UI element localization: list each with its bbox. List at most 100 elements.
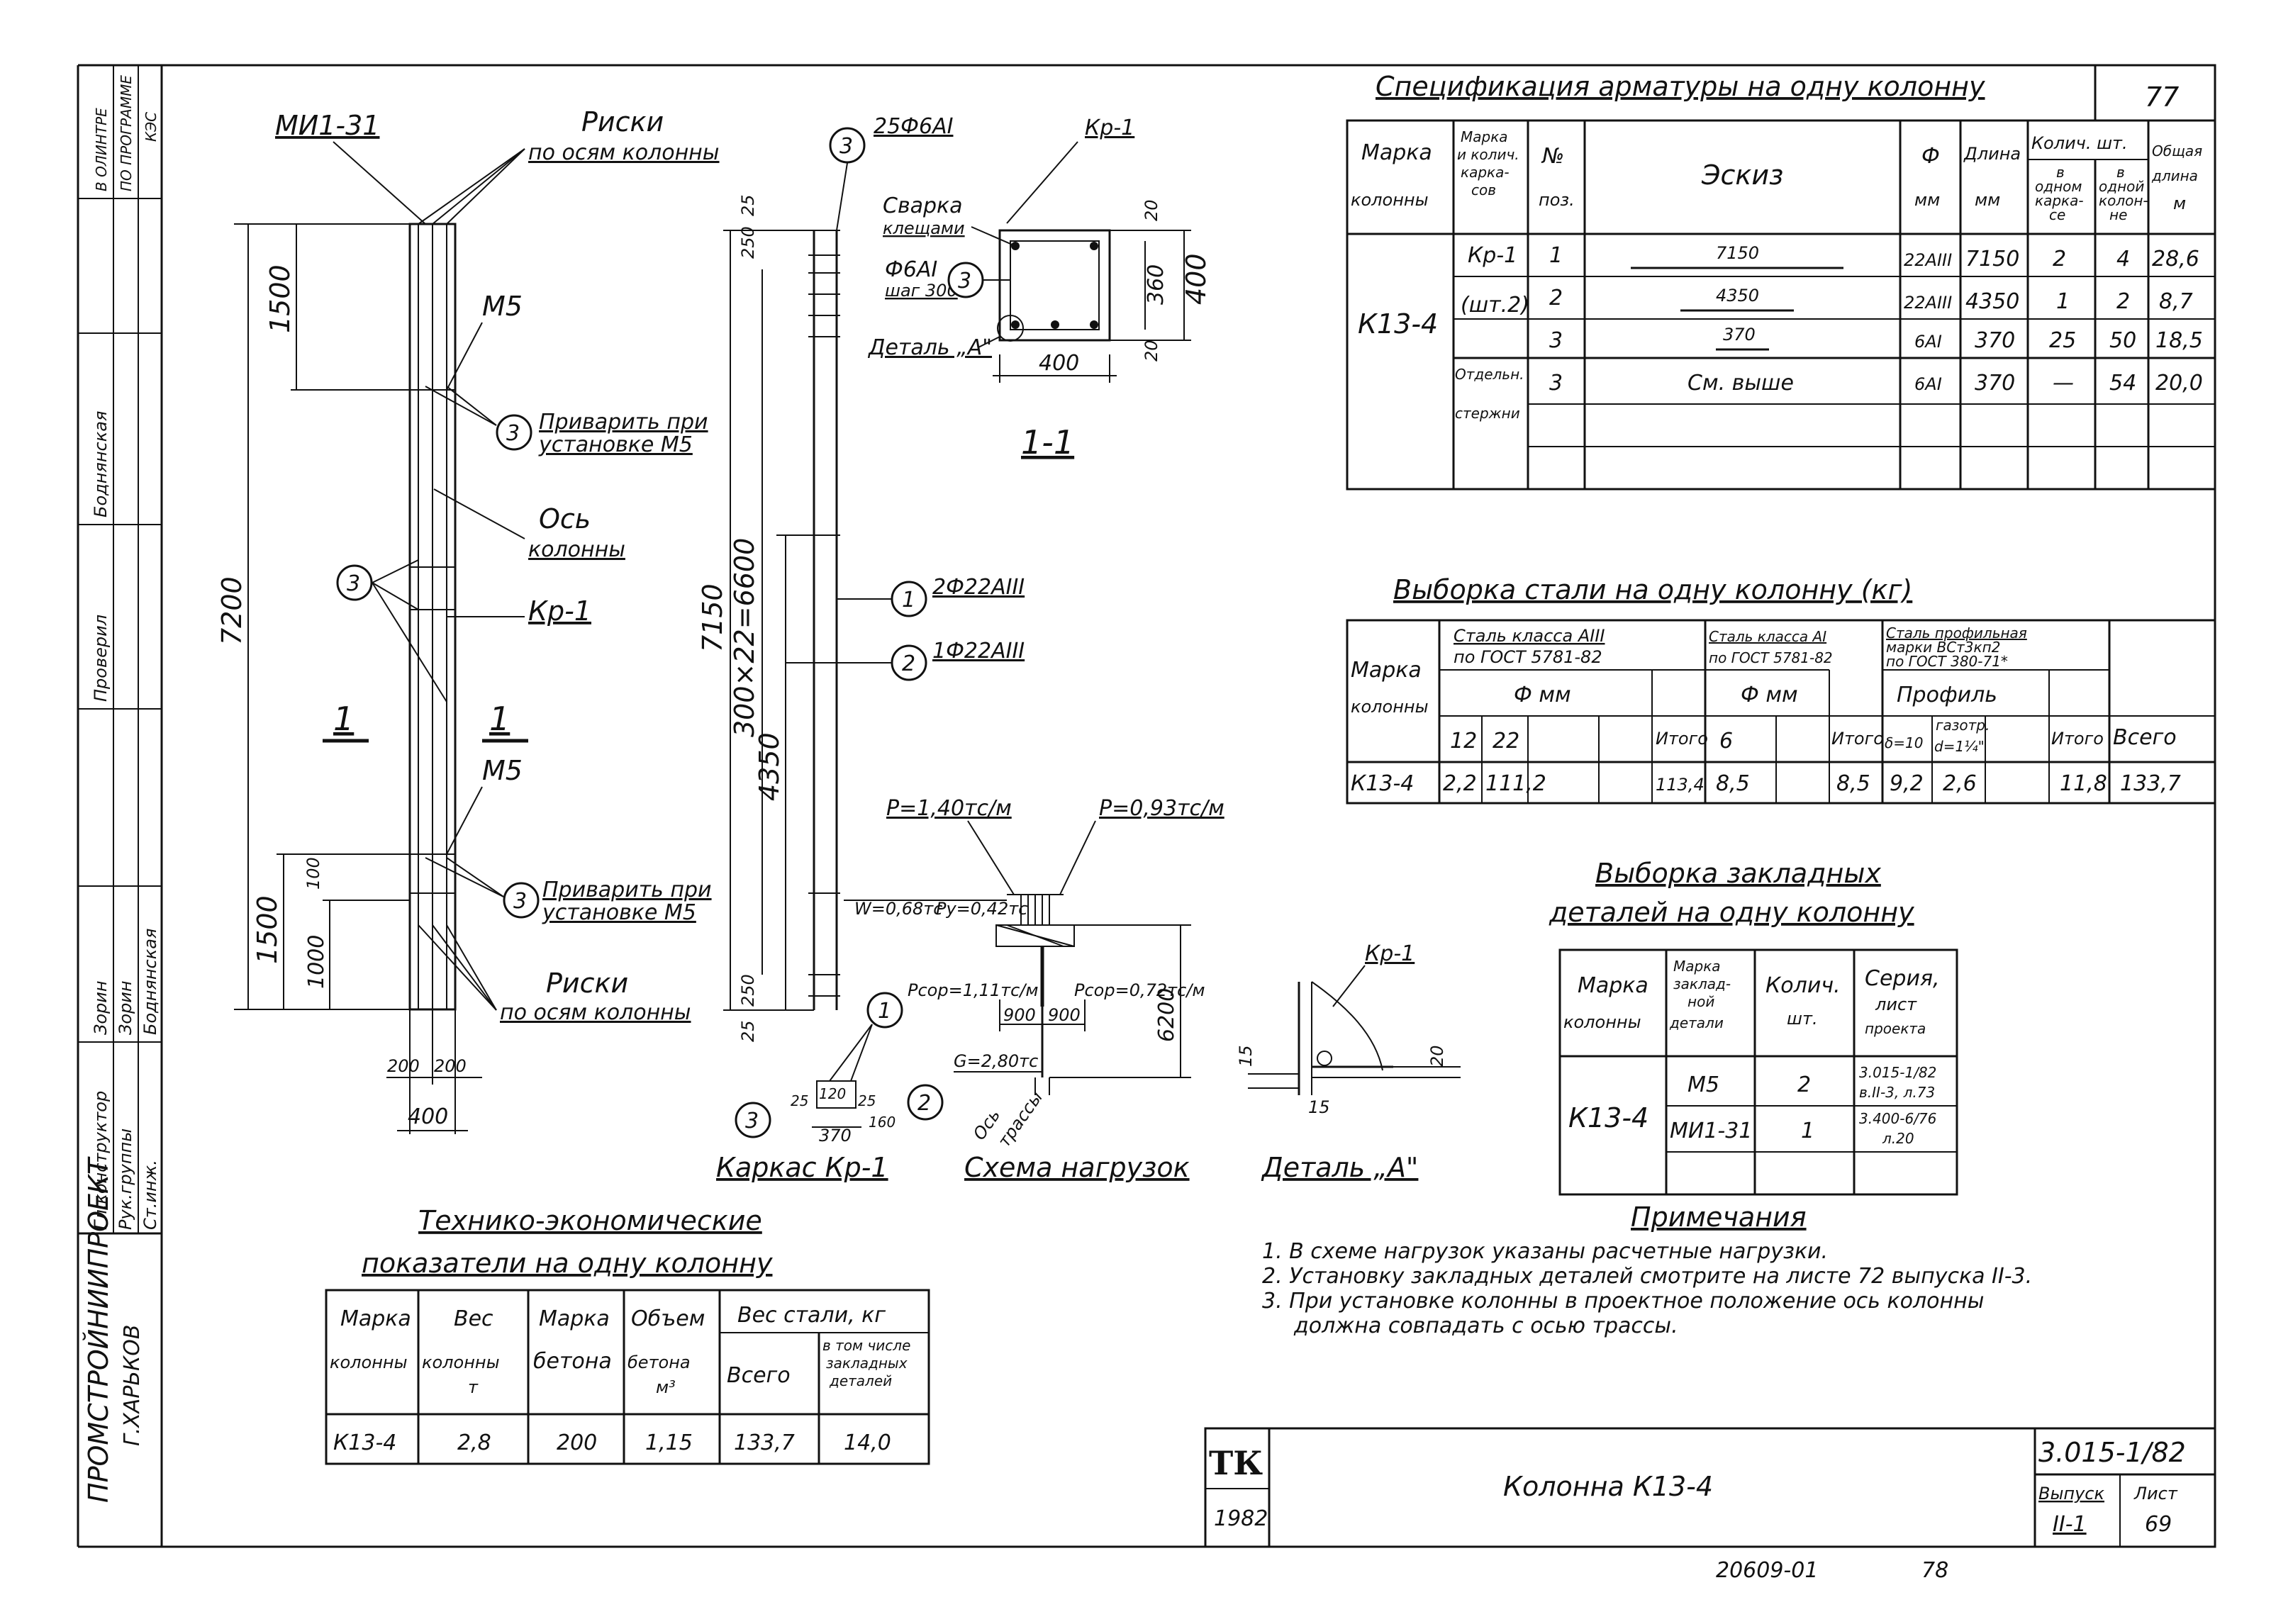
svg-text:№: № bbox=[1541, 144, 1564, 169]
svg-text:колонны: колонны bbox=[330, 1353, 408, 1372]
section-dim-400w: 400 bbox=[1039, 351, 1079, 376]
steel-table: Выборка стали на одну колонну (кг) Марка… bbox=[1346, 574, 2216, 805]
steel-row: К13-4 2,2 111,2 113,4 8,5 8,5 9,2 2,6 11… bbox=[1351, 771, 2181, 796]
section-dim-400h: 400 bbox=[1181, 253, 1212, 305]
org-city: Г.ХАРЬКОВ bbox=[120, 1325, 145, 1447]
svg-text:20,0: 20,0 bbox=[2155, 371, 2203, 396]
svg-text:2,6: 2,6 bbox=[1943, 771, 1977, 796]
load-psop-left: Pсор=1,11тс/м bbox=[908, 980, 1039, 1000]
svg-text:6АI: 6АI bbox=[1914, 332, 1942, 352]
cage-dim-4350: 4350 bbox=[754, 732, 785, 801]
svg-text:Итого: Итого bbox=[1831, 729, 1884, 749]
svg-text:3: 3 bbox=[506, 421, 520, 446]
spec-title: Спецификация арматуры на одну колонну bbox=[1376, 71, 1985, 102]
column-elevation: 1 1 7200 1500 1500 1000 100 200 200 400 … bbox=[216, 106, 720, 1134]
svg-text:2: 2 bbox=[2053, 247, 2066, 271]
svg-text:δ=10: δ=10 bbox=[1885, 734, 1923, 751]
svg-text:2: 2 bbox=[2116, 289, 2130, 314]
cage-dim-6600: 300×22=6600 bbox=[729, 538, 760, 737]
svg-text:—: — bbox=[2053, 371, 2074, 396]
svg-text:370: 370 bbox=[1723, 325, 1756, 345]
svg-text:d=1¼": d=1¼" bbox=[1934, 738, 1985, 755]
load-w: W=0,68тс bbox=[854, 899, 942, 919]
sheet-label: Лист bbox=[2133, 1484, 2178, 1503]
load-py: Py=0,42тс bbox=[936, 899, 1027, 919]
embedded-row: М5 2 3.015-1/82 в.II-3, л.73 bbox=[1687, 1064, 1936, 1101]
svg-text:л.20: л.20 bbox=[1882, 1130, 1914, 1147]
svg-text:18,5: 18,5 bbox=[2155, 328, 2203, 353]
svg-text:по ГОСТ 5781-82: по ГОСТ 5781-82 bbox=[1709, 649, 1833, 666]
load-caption: Схема нагрузок bbox=[964, 1152, 1190, 1183]
label-m5-bottom: М5 bbox=[482, 755, 523, 786]
embedded-row: МИ1-31 1 3.400-6/76 л.20 bbox=[1670, 1110, 1936, 1147]
svg-text:120: 120 bbox=[819, 1085, 846, 1102]
svg-text:длина: длина bbox=[2151, 167, 2198, 184]
svg-text:стержни: стержни bbox=[1455, 405, 1520, 422]
spec-row: 3 См. выше 6АI 370 — 54 20,0 bbox=[1549, 371, 2203, 396]
title-block: ТК 1982 Колонна К13-4 3.015-1/82 Выпуск … bbox=[1204, 1427, 2216, 1548]
svg-text:6: 6 bbox=[1719, 729, 1733, 754]
svg-text:бетона: бетона bbox=[533, 1349, 612, 1374]
load-g: G=2,80тс bbox=[954, 1051, 1038, 1071]
label-svarka-2: клещами bbox=[883, 218, 965, 238]
svg-text:3: 3 bbox=[1549, 328, 1563, 353]
svg-text:2: 2 bbox=[1549, 286, 1563, 310]
svg-text:Эскиз: Эскиз bbox=[1701, 159, 1783, 191]
spec-row: 3 370 6АI 370 25 50 18,5 bbox=[1549, 325, 2203, 353]
svg-text:8,7: 8,7 bbox=[2159, 289, 2193, 314]
svg-text:7150: 7150 bbox=[1965, 247, 2019, 271]
label-kr1: Кр-1 bbox=[528, 595, 591, 627]
mini-callout-3 bbox=[735, 1102, 771, 1138]
svg-text:Ф мм: Ф мм bbox=[1514, 683, 1571, 707]
svg-text:не: не bbox=[2109, 206, 2127, 223]
svg-text:Марка: Марка bbox=[1461, 128, 1508, 145]
svg-text:1: 1 bbox=[1801, 1119, 1814, 1143]
detail-kr1: Кр-1 bbox=[1365, 941, 1415, 966]
svg-text:лист: лист bbox=[1875, 995, 1917, 1014]
section-1-1: 400 20 360 20 400 Сварка клещами Ф6АI ша… bbox=[867, 194, 1212, 461]
svg-text:8,5: 8,5 bbox=[1716, 771, 1750, 796]
svg-text:одном: одном bbox=[2035, 178, 2082, 195]
svg-text:3: 3 bbox=[745, 1109, 759, 1133]
embedded-title-2: деталей на одну колонну bbox=[1549, 897, 1914, 928]
title-year: 1982 bbox=[1214, 1506, 1268, 1531]
svg-text:Марка: Марка bbox=[1361, 140, 1432, 165]
label-svarka-1: Сварка bbox=[883, 194, 963, 218]
logo: ТК bbox=[1209, 1444, 1263, 1482]
svg-text:2: 2 bbox=[902, 651, 915, 676]
dim-400: 400 bbox=[408, 1104, 448, 1129]
svg-text:3: 3 bbox=[347, 571, 360, 596]
svg-text:по ГОСТ 380-71*: по ГОСТ 380-71* bbox=[1886, 653, 2008, 670]
svg-text:в том числе: в том числе bbox=[822, 1337, 910, 1354]
note-a: В ОЛИНТРЕ bbox=[93, 108, 110, 191]
role-3: Ст.инж. bbox=[140, 1160, 160, 1230]
svg-text:4: 4 bbox=[2116, 247, 2130, 271]
svg-text:Сталь профильная: Сталь профильная bbox=[1886, 625, 2027, 642]
svg-text:3: 3 bbox=[839, 134, 853, 159]
note-2: 2. Установку закладных деталей смотрите … bbox=[1262, 1264, 2032, 1289]
svg-text:50: 50 bbox=[2109, 328, 2136, 353]
svg-text:1: 1 bbox=[878, 999, 891, 1024]
svg-text:колонны: колонны bbox=[1351, 697, 1429, 717]
svg-text:Вес: Вес bbox=[454, 1306, 493, 1331]
cage-label-25: 25Ф6АI bbox=[874, 114, 954, 139]
svg-text:карка-: карка- bbox=[2035, 192, 2084, 209]
label-m5-top: М5 bbox=[482, 291, 523, 322]
label-privarit-top-2: установке М5 bbox=[538, 432, 693, 457]
svg-text:мм: мм bbox=[1975, 190, 2000, 210]
tech-title-1: Технико-экономические bbox=[418, 1205, 762, 1236]
svg-text:проекта: проекта bbox=[1865, 1020, 1926, 1037]
name-3: Боднянская bbox=[140, 929, 160, 1035]
tech-row: К13-4 2,8 200 1,15 133,7 14,0 bbox=[333, 1430, 891, 1455]
svg-text:марки ВСт3кп2: марки ВСт3кп2 bbox=[1886, 639, 2000, 656]
svg-text:8,5: 8,5 bbox=[1836, 771, 1870, 796]
svg-text:и колич.: и колич. bbox=[1457, 146, 1519, 163]
embedded-table: Выборка закладных деталей на одну колонн… bbox=[1549, 858, 1958, 1196]
label-step-1: Ф6АI bbox=[885, 257, 937, 282]
svg-text:28,6: 28,6 bbox=[2152, 247, 2199, 271]
svg-text:12: 12 bbox=[1450, 729, 1477, 754]
cage-callout-3 bbox=[829, 127, 866, 164]
svg-text:Кр-1: Кр-1 bbox=[1468, 243, 1517, 268]
svg-text:3: 3 bbox=[1549, 371, 1563, 396]
